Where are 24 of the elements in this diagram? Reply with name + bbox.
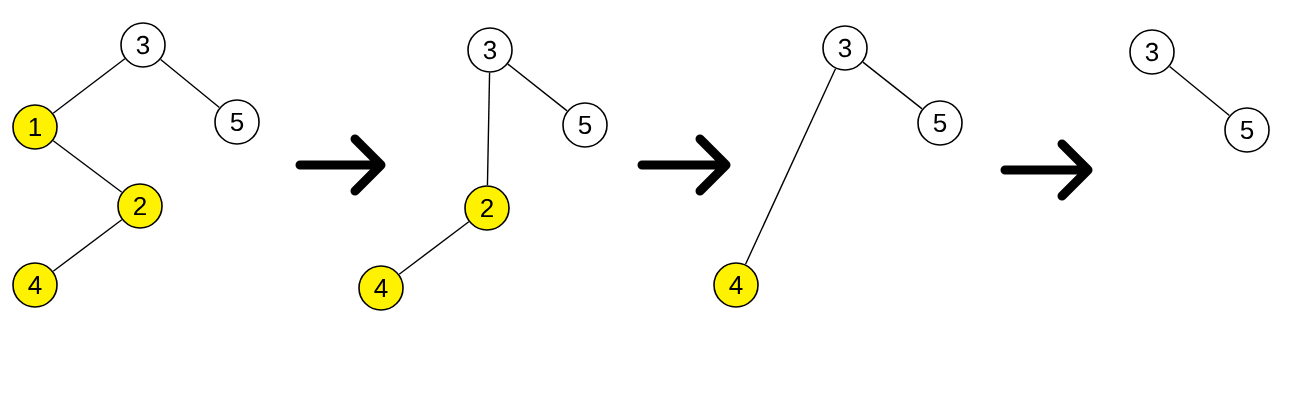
tree-edge [862, 61, 923, 110]
tree-edge [1168, 65, 1231, 117]
tree-node: 3 [822, 25, 868, 71]
tree-edge [159, 58, 221, 109]
tree-edge [52, 219, 123, 272]
tree-node: 2 [464, 185, 510, 231]
tree-node: 5 [562, 102, 608, 148]
tree-node: 2 [117, 183, 163, 229]
tree-node: 5 [917, 100, 963, 146]
tree-node: 1 [12, 104, 58, 150]
tree-node: 4 [358, 265, 404, 311]
tree-edge [52, 58, 126, 114]
tree-node: 5 [214, 99, 260, 145]
tree-edge [52, 140, 123, 193]
tree-node: 4 [713, 262, 759, 308]
tree-node: 3 [120, 22, 166, 68]
tree-edge [507, 63, 568, 112]
tree-edge [486, 72, 491, 186]
tree-edge [744, 68, 837, 265]
tree-node: 3 [467, 27, 513, 73]
tree-node: 5 [1224, 107, 1270, 153]
tree-node: 4 [12, 262, 58, 308]
tree-node: 3 [1129, 29, 1175, 75]
tree-edge [398, 221, 470, 275]
